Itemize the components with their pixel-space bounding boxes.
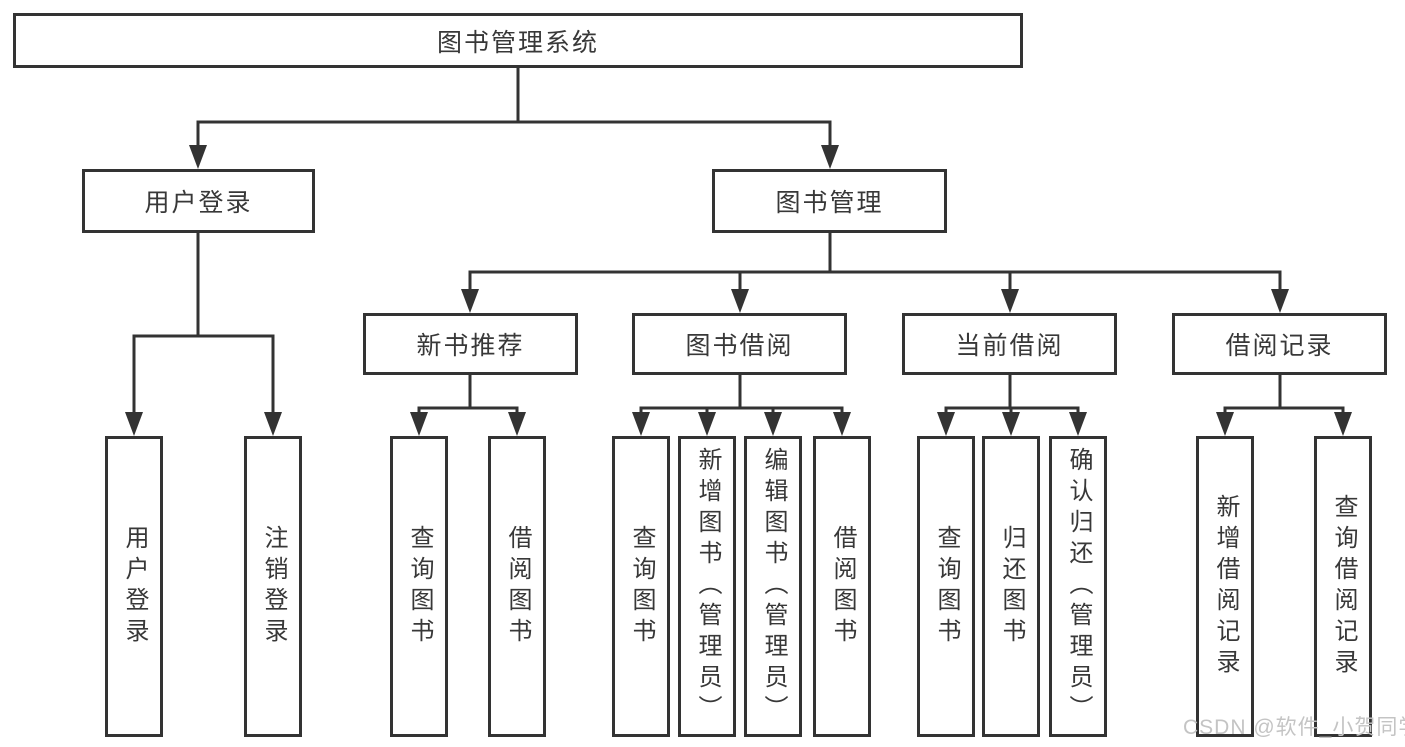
arrowhead-icon — [1216, 412, 1234, 436]
arrowhead-icon — [937, 412, 955, 436]
node-label: 确认归还（管理员） — [1065, 447, 1092, 726]
node-label: 借阅图书 — [504, 524, 531, 649]
node-label: 查询图书 — [933, 524, 960, 649]
node-label: 借阅记录 — [1225, 332, 1334, 360]
arrowhead-icon — [410, 412, 428, 436]
node-new-book-recommend: 新书推荐 — [363, 313, 578, 375]
node-label: 用户登录 — [121, 524, 148, 649]
leaf-query-book: 查询图书 — [917, 436, 975, 737]
leaf-borrow-book: 借阅图书 — [813, 436, 871, 737]
node-label: 注销登录 — [260, 524, 287, 649]
arrowhead-icon — [698, 412, 716, 436]
node-label: 新书推荐 — [416, 332, 525, 360]
arrowhead-icon — [821, 145, 839, 169]
arrowhead-icon — [1002, 412, 1020, 436]
arrowhead-icon — [508, 412, 526, 436]
node-root: 图书管理系统 — [13, 13, 1023, 68]
leaf-query-book: 查询图书 — [390, 436, 448, 737]
arrowhead-icon — [1069, 412, 1087, 436]
leaf-query-borrow-record: 查询借阅记录 — [1314, 436, 1372, 737]
arrowhead-icon — [189, 145, 207, 169]
node-label: 当前借阅 — [955, 332, 1064, 360]
leaf-borrow-book: 借阅图书 — [488, 436, 546, 737]
leaf-add-book-admin: 新增图书（管理员） — [678, 436, 736, 737]
arrowhead-icon — [632, 412, 650, 436]
leaf-query-book: 查询图书 — [612, 436, 670, 737]
node-label: 新增图书（管理员） — [694, 447, 721, 726]
node-label: 用户登录 — [144, 189, 253, 217]
node-label: 查询借阅记录 — [1330, 493, 1357, 680]
watermark: CSDN @软件_小贺同学 — [1183, 716, 1405, 739]
arrowhead-icon — [731, 289, 749, 313]
leaf-return-book: 归还图书 — [982, 436, 1040, 737]
arrowhead-icon — [833, 412, 851, 436]
arrowhead-icon — [1001, 289, 1019, 313]
node-label: 新增借阅记录 — [1212, 493, 1239, 680]
arrowhead-icon — [1334, 412, 1352, 436]
leaf-add-borrow-record: 新增借阅记录 — [1196, 436, 1254, 737]
leaf-edit-book-admin: 编辑图书（管理员） — [744, 436, 802, 737]
node-label: 归还图书 — [998, 524, 1025, 649]
node-label: 借阅图书 — [829, 524, 856, 649]
node-label: 查询图书 — [628, 524, 655, 649]
arrowhead-icon — [125, 412, 143, 436]
arrowhead-icon — [461, 289, 479, 313]
node-user-login: 用户登录 — [82, 169, 315, 233]
node-borrow-record: 借阅记录 — [1172, 313, 1387, 375]
node-label: 查询图书 — [406, 524, 433, 649]
node-book-borrow: 图书借阅 — [632, 313, 847, 375]
arrowhead-icon — [264, 412, 282, 436]
arrowhead-icon — [764, 412, 782, 436]
leaf-logout: 注销登录 — [244, 436, 302, 737]
arrowhead-icon — [1271, 289, 1289, 313]
node-book-mgmt: 图书管理 — [712, 169, 947, 233]
node-label: 图书管理 — [775, 189, 884, 217]
leaf-confirm-return-admin: 确认归还（管理员） — [1049, 436, 1107, 737]
node-label: 图书借阅 — [685, 332, 794, 360]
node-current-borrow: 当前借阅 — [902, 313, 1117, 375]
node-label: 编辑图书（管理员） — [760, 447, 787, 726]
leaf-user-login: 用户登录 — [105, 436, 163, 737]
node-label: 图书管理系统 — [436, 28, 599, 57]
